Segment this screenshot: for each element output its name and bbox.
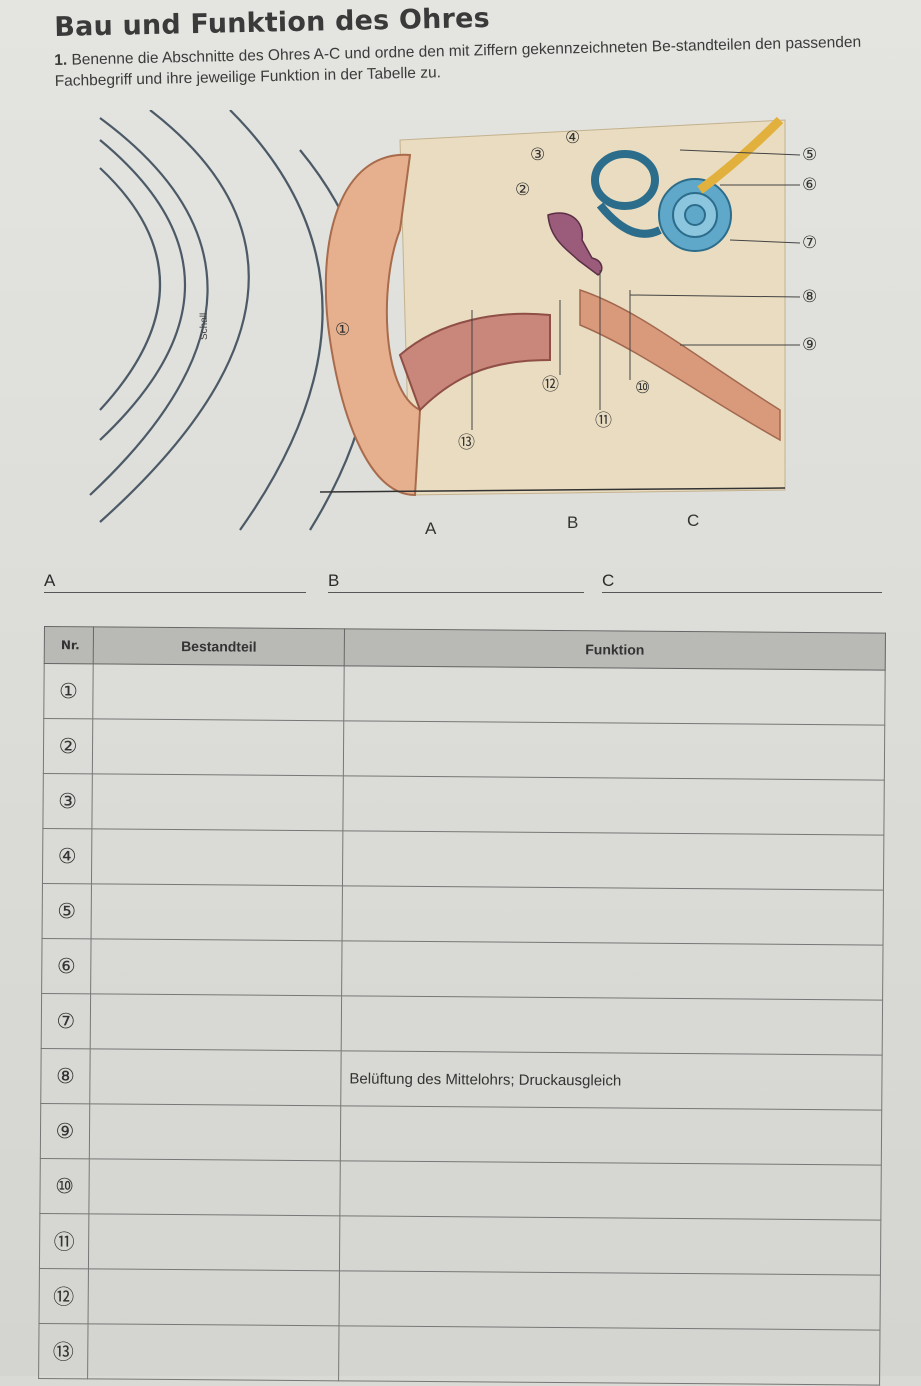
function-cell[interactable] xyxy=(339,1160,882,1221)
table-row: ⑧ Belüftung des Mittelohrs; Druckausgleic… xyxy=(40,1048,883,1111)
part-cell[interactable] xyxy=(91,773,344,831)
section-label-b: B xyxy=(567,513,578,532)
callout-5: ⑤ xyxy=(802,145,817,165)
table-row: ④ xyxy=(42,828,884,891)
header-function: Funktion xyxy=(344,628,886,671)
row-number: ⑪ xyxy=(39,1213,89,1269)
table-row: ⑫ xyxy=(39,1268,881,1331)
part-cell[interactable] xyxy=(88,1213,340,1271)
row-number: ⑧ xyxy=(40,1048,91,1104)
row-number: ② xyxy=(43,718,93,774)
callout-9: ⑨ xyxy=(802,335,817,355)
answer-line-b[interactable]: B xyxy=(328,570,584,593)
function-cell[interactable] xyxy=(343,720,885,781)
function-cell[interactable] xyxy=(340,1105,882,1166)
callout-4: ④ xyxy=(565,128,580,148)
callout-3: ③ xyxy=(530,145,545,165)
part-cell[interactable] xyxy=(90,993,342,1051)
function-cell[interactable] xyxy=(342,830,884,891)
answer-label-b: B xyxy=(328,571,340,590)
row-number: ⑥ xyxy=(41,938,92,994)
section-labels: A B C xyxy=(425,511,699,538)
page-title: Bau und Funktion des Ohres xyxy=(54,2,491,43)
function-cell[interactable] xyxy=(341,940,884,1001)
table-row: ⑩ xyxy=(39,1158,882,1221)
callout-8: ⑧ xyxy=(802,287,817,307)
row-number: ⑤ xyxy=(42,883,92,939)
callout-6: ⑥ xyxy=(802,175,817,195)
callout-10: ⑩ xyxy=(635,378,650,398)
function-cell[interactable]: Belüftung des Mittelohrs; Druckausgleich xyxy=(340,1050,883,1111)
answer-line-a[interactable]: A xyxy=(44,570,306,593)
callout-11: ⑪ xyxy=(595,411,612,431)
part-cell[interactable] xyxy=(92,718,344,776)
callout-1: ① xyxy=(335,320,350,340)
section-label-c: C xyxy=(687,511,699,530)
outer-ear xyxy=(324,153,422,497)
row-number: ⑬ xyxy=(38,1323,89,1379)
part-cell[interactable] xyxy=(92,663,345,721)
callout-13: ⑬ xyxy=(458,433,475,453)
callout-2: ② xyxy=(515,180,530,200)
auditory-nerve xyxy=(697,116,784,194)
function-cell[interactable] xyxy=(338,1325,880,1386)
task-text: Benenne die Abschnitte des Ohres A-C und… xyxy=(54,33,862,90)
table-row: ① xyxy=(43,663,886,726)
table-row: ⑪ xyxy=(39,1213,881,1276)
callout-labels: ① ② ③ ④ ⑤ ⑥ ⑦ ⑧ ⑨ ⑩ ⑪ ⑫ ⑬ xyxy=(335,128,817,453)
answer-line-c[interactable]: C xyxy=(602,570,882,593)
function-cell[interactable] xyxy=(339,1270,881,1331)
answer-label-a: A xyxy=(44,571,56,590)
row-number: ④ xyxy=(42,828,92,884)
part-cell[interactable] xyxy=(87,1323,340,1381)
table-row: ⑤ xyxy=(42,883,884,946)
ossicles xyxy=(547,212,603,276)
table-row: ② xyxy=(43,718,885,781)
callout-7: ⑦ xyxy=(802,233,817,253)
answer-label-c: C xyxy=(602,571,615,590)
part-cell[interactable] xyxy=(88,1268,340,1326)
task-number: 1. xyxy=(54,51,68,69)
part-cell[interactable] xyxy=(91,883,343,941)
row-number: ⑫ xyxy=(39,1268,89,1324)
table-row: ⑥ xyxy=(41,938,884,1001)
row-number: ③ xyxy=(42,773,93,829)
section-bracket xyxy=(319,487,786,493)
row-number: ① xyxy=(43,663,94,719)
section-label-a: A xyxy=(425,519,437,538)
function-cell[interactable] xyxy=(343,665,886,726)
function-cell[interactable] xyxy=(342,885,884,946)
callout-12: ⑫ xyxy=(542,375,559,395)
sound-label: Schall xyxy=(199,313,210,340)
row-number: ⑦ xyxy=(41,993,91,1049)
part-cell[interactable] xyxy=(90,938,343,996)
inner-ear xyxy=(591,150,732,252)
table-row: ⑨ xyxy=(40,1103,882,1166)
ear-diagram: Schall ① ② ③ ④ ⑤ ⑥ ⑦ ⑧ xyxy=(89,110,817,538)
table-row: ⑦ xyxy=(41,993,883,1056)
ear-canal xyxy=(398,312,551,412)
row-number: ⑨ xyxy=(40,1103,90,1159)
function-cell[interactable] xyxy=(342,775,885,836)
callout-leaders xyxy=(471,149,801,430)
function-cell[interactable] xyxy=(341,995,883,1056)
table-row: ③ xyxy=(42,773,885,836)
part-cell[interactable] xyxy=(89,1103,341,1161)
header-nr: Nr. xyxy=(44,626,94,664)
part-cell[interactable] xyxy=(91,828,343,886)
function-cell[interactable] xyxy=(339,1215,881,1276)
part-cell[interactable] xyxy=(89,1048,342,1106)
part-cell[interactable] xyxy=(88,1158,341,1216)
header-part: Bestandteil xyxy=(93,626,345,666)
row-number: ⑩ xyxy=(39,1158,90,1214)
